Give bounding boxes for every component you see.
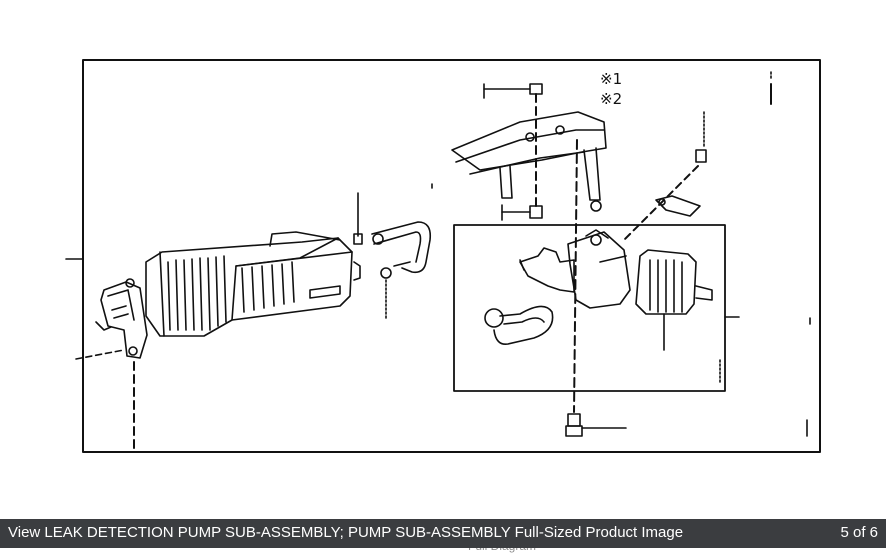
- note-2: ※2: [600, 90, 622, 108]
- charcoal-canister: [145, 231, 361, 337]
- full-size-image-link[interactable]: View LEAK DETECTION PUMP SUB-ASSEMBLY; P…: [8, 524, 684, 541]
- leak-detection-pump: [519, 229, 631, 309]
- canister-hose-upper: [371, 221, 432, 274]
- upper-bracket: [451, 111, 607, 212]
- diagram-frame: [82, 59, 821, 453]
- pump-filter: [635, 249, 713, 351]
- canister-hose-lower: [380, 261, 411, 279]
- inset-box: [453, 224, 726, 392]
- caption-bar: View LEAK DETECTION PUMP SUB-ASSEMBLY; P…: [0, 519, 886, 548]
- canister-bracket: [95, 278, 148, 359]
- note-1: ※1: [600, 70, 622, 88]
- parts-diagram: ※1 ※2: [65, 59, 821, 453]
- pump-hose: [484, 305, 554, 346]
- pump-bolt: [565, 413, 627, 437]
- image-counter: 5 of 6: [840, 524, 878, 541]
